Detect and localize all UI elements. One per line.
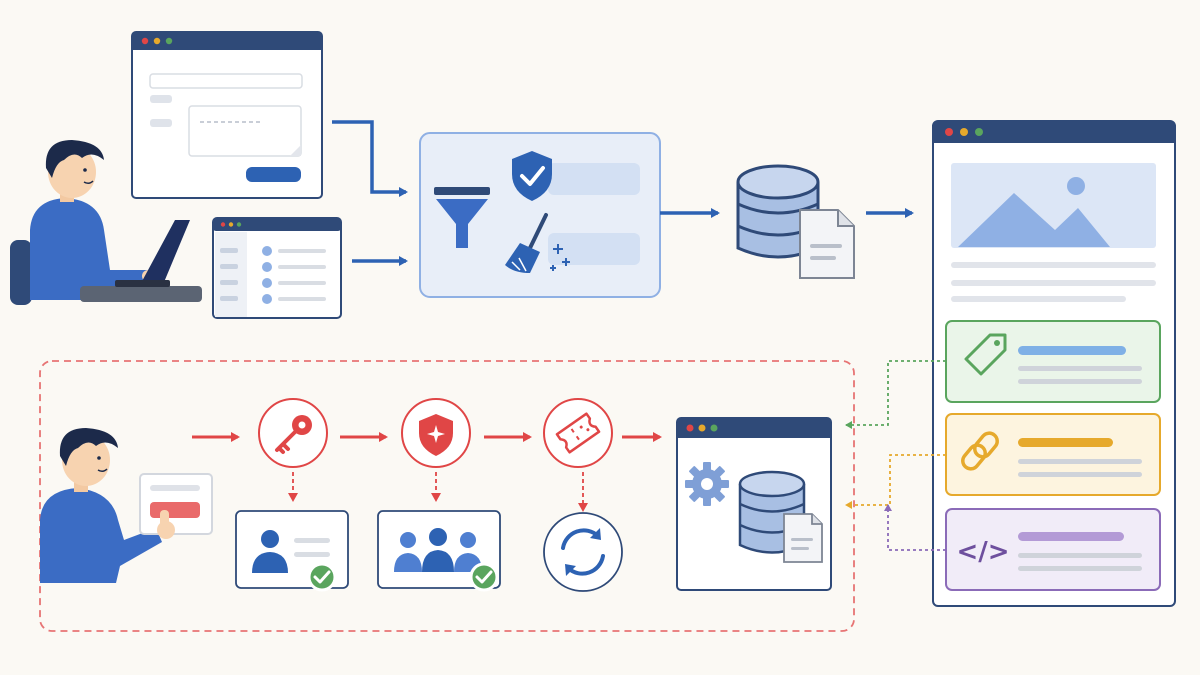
user-check-card xyxy=(235,510,349,592)
sync-icon xyxy=(561,528,605,576)
code-card: </> xyxy=(945,508,1161,591)
broom-icon xyxy=(505,213,570,273)
user-at-laptop-illustration xyxy=(10,140,202,305)
processing-box xyxy=(419,132,661,298)
arrow-form-to-processing xyxy=(332,120,408,197)
group-check-card xyxy=(377,510,501,592)
server-window xyxy=(676,417,832,591)
shield-check-icon xyxy=(512,151,552,201)
tag-card xyxy=(945,320,1161,403)
tag-icon xyxy=(964,333,1007,376)
secure-flow-boundary xyxy=(39,360,855,632)
database-icon xyxy=(736,164,820,259)
funnel-icon xyxy=(434,187,490,248)
form-window xyxy=(131,31,323,199)
list-window xyxy=(212,217,342,319)
gear-icon xyxy=(685,462,729,506)
shield-step xyxy=(401,398,471,468)
ticket-icon xyxy=(555,412,601,454)
connector-link-to-server xyxy=(845,454,946,509)
user-pressing-button-illustration xyxy=(40,428,213,583)
mini-action-button xyxy=(150,502,200,518)
connector-tag-to-server xyxy=(845,360,946,429)
link-icon xyxy=(961,431,999,471)
key-step xyxy=(258,398,328,468)
user-check-icon xyxy=(252,530,288,573)
form-submit-button xyxy=(246,167,301,182)
group-check-icon xyxy=(394,528,482,572)
sync-step xyxy=(543,512,623,592)
content-page-window: </> xyxy=(932,120,1176,607)
ticket-step xyxy=(543,398,613,468)
image-placeholder-icon xyxy=(951,163,1156,248)
document-icon xyxy=(799,209,855,279)
shield-star-icon xyxy=(419,414,453,456)
key-icon xyxy=(275,415,312,454)
code-icon: </> xyxy=(956,537,1009,567)
link-card xyxy=(945,413,1161,496)
server-document-icon xyxy=(783,513,823,563)
connector-code-to-server xyxy=(884,504,946,551)
